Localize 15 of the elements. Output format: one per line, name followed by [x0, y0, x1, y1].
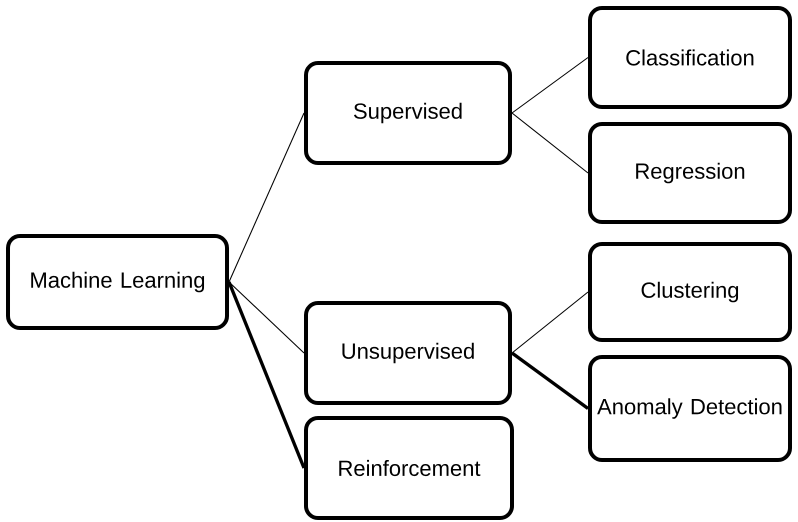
process-box: Machine Learning — [6, 234, 229, 330]
process-box: Anomaly Detection — [588, 355, 792, 462]
connector-line — [512, 112, 588, 174]
process-box: Classification — [588, 6, 792, 109]
process-box: Supervised — [304, 61, 512, 165]
connector-line — [228, 112, 304, 282]
connector-line — [228, 282, 304, 354]
process-box: Clustering — [588, 242, 792, 342]
connector-line — [512, 57, 588, 114]
connector-line — [227, 281, 306, 469]
process-box: Reinforcement — [304, 416, 514, 520]
connector-line — [511, 352, 589, 410]
connector-line — [512, 292, 588, 354]
process-box: Regression — [588, 122, 792, 224]
process-box: Unsupervised — [304, 301, 512, 405]
